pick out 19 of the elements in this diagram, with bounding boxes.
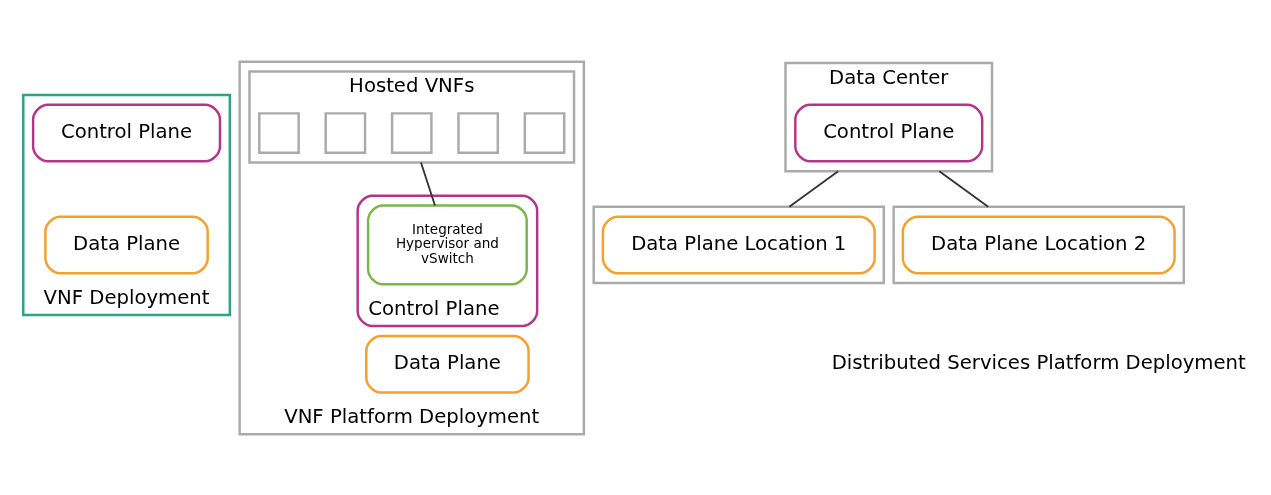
connector [788, 169, 840, 208]
connector [938, 169, 990, 208]
cluster [592, 205, 886, 284]
cluster: Hosted VNFs [248, 69, 576, 164]
node-box [258, 111, 300, 154]
cluster [892, 205, 1185, 284]
node-box [324, 111, 367, 154]
node-box [457, 111, 500, 154]
node-box [390, 111, 433, 154]
node-box: Data Plane Location 2 [901, 214, 1176, 274]
connector [420, 161, 436, 206]
node-box: Integrated Hypervisor and vSwitch [366, 203, 528, 285]
node-box: Control Plane [31, 103, 222, 163]
node-box: Data Plane [365, 334, 530, 394]
node-box: Data Plane [44, 214, 209, 274]
node-box [523, 111, 566, 154]
node-box: Control Plane [794, 103, 984, 163]
label: Distributed Services Platform Deployment [831, 350, 1246, 374]
node-box: Data Plane Location 1 [601, 214, 876, 274]
